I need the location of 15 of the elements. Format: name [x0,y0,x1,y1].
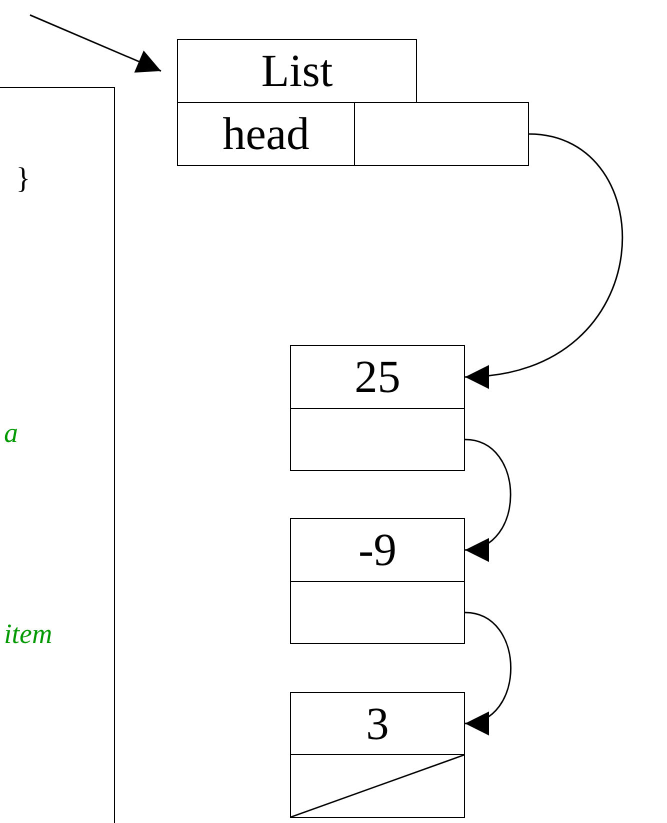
arrow [30,14,162,73]
type-name-cell: List [177,39,417,103]
null-pointer-cell [290,754,465,818]
arrow [464,133,623,386]
pointer-cell [290,408,465,471]
value-cell: -9 [290,518,465,582]
code-comment: item [4,621,52,649]
code-panel [0,87,115,823]
value-cell: 25 [290,345,465,409]
pointer-cell [290,581,465,644]
pointer-cell [354,102,529,166]
field-name-cell: head [177,102,355,166]
value-cell: 3 [290,692,465,755]
code-comment: a [4,420,18,448]
code-text: } [16,164,30,194]
